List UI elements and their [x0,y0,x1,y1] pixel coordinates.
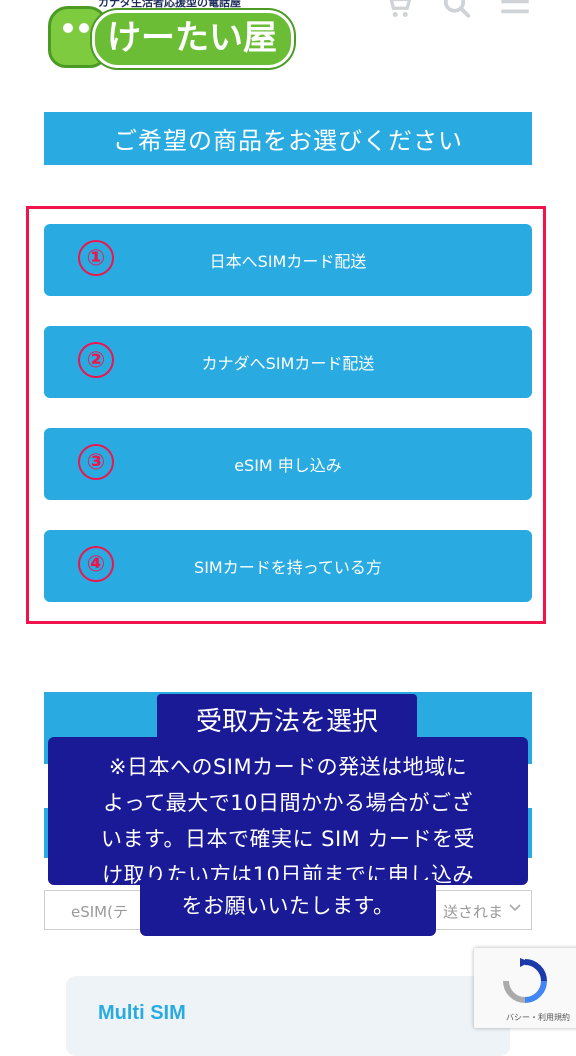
product-name: Multi SIM [98,1002,186,1024]
site-logo[interactable]: カナダ生活者応援型の電話屋 けーたい屋 [40,0,294,68]
recaptcha-icon [503,958,547,1003]
menu-icon[interactable] [500,0,530,22]
option-ship-sim-to-japan-button[interactable]: ① 日本へSIMカード配送 [44,224,532,296]
search-icon[interactable] [442,0,472,22]
option-ship-sim-to-canada-button[interactable]: ② カナダへSIMカード配送 [44,326,532,398]
option-number-badge: ③ [78,444,114,480]
options-highlight-frame [26,206,546,624]
option-have-sim-button[interactable]: ④ SIMカードを持っている方 [44,530,532,602]
logo-tagline: カナダ生活者応援型の電話屋 [98,0,241,8]
recaptcha-terms[interactable]: バシー・利用規約 [506,1013,570,1022]
shipping-notice-panel: ※日本へのSIMカードの発送は地域に よって最大で10日間かかる場合がござ いま… [48,737,528,887]
recaptcha-badge[interactable]: バシー・利用規約 [474,948,576,1028]
receive-method-title: 受取方法を選択 [157,694,417,744]
shipping-notice-tail: をお願いいたします。 [140,880,436,936]
notice-line: ※日本へのSIMカードの発送は地域に [108,755,468,779]
option-label: 日本へSIMカード配送 [209,252,367,271]
option-number-badge: ④ [78,546,114,582]
option-number-badge: ① [78,240,114,276]
option-label: SIMカードを持っている方 [194,558,382,577]
section-title: ご希望の商品をお選びください [44,112,532,165]
option-esim-apply-button[interactable]: ③ eSIM 申し込み [44,428,532,500]
notice-line: よって最大で10日間かかる場合がござ [102,791,474,815]
select-current-value: eSIM(テ [71,903,128,921]
logo-text: けーたい屋 [92,10,294,68]
site-header: カナダ生活者応援型の電話屋 けーたい屋 [0,0,576,80]
chevron-down-icon [509,904,521,912]
notice-line: をお願いいたします。 [181,894,395,918]
notice-line: います。日本で確実に SIM カードを受 [101,827,475,851]
option-number-badge: ② [78,342,114,378]
option-label: eSIM 申し込み [234,456,342,475]
product-card[interactable]: Multi SIM [66,976,510,1056]
select-value-tail: 送されま [442,903,503,921]
option-label: カナダへSIMカード配送 [201,354,375,373]
cart-icon[interactable] [384,0,414,22]
